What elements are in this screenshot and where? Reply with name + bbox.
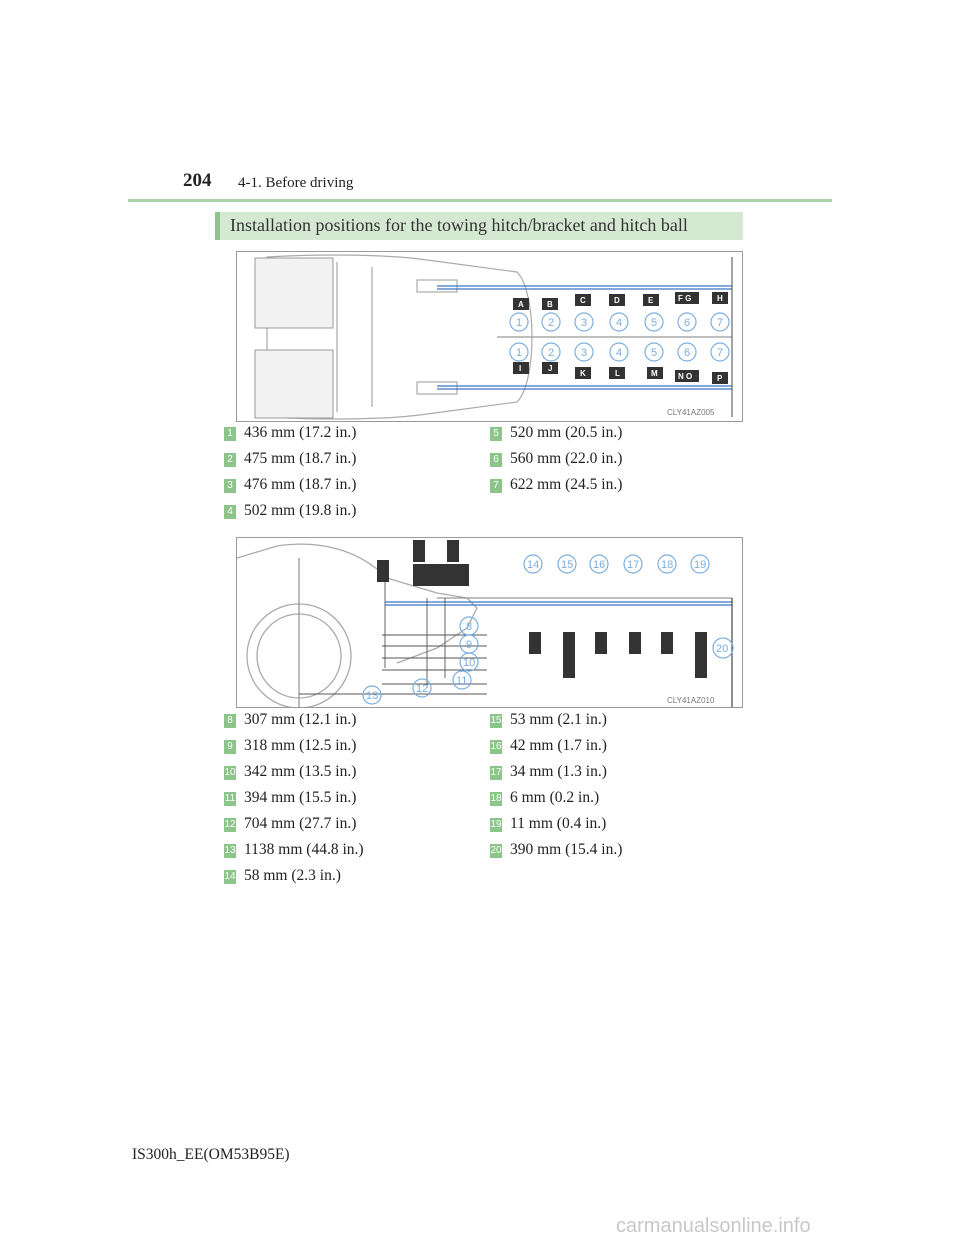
svg-text:9: 9 [466, 639, 472, 651]
svg-text:3: 3 [581, 317, 587, 329]
svg-text:10: 10 [463, 657, 475, 669]
svg-text:J: J [548, 364, 552, 373]
callout-labels [513, 292, 728, 384]
page-number: 204 [183, 170, 212, 191]
section-heading: 4-1. Before driving [238, 175, 354, 191]
svg-text:2: 2 [548, 317, 554, 329]
svg-text:20: 20 [716, 643, 728, 655]
svg-text:H: H [717, 294, 723, 303]
svg-text:L: L [615, 369, 620, 378]
svg-text:6: 6 [684, 347, 690, 359]
svg-text:4: 4 [616, 317, 622, 329]
callout-letters: A B C D E F G H I J K L M N O P [518, 294, 723, 383]
measurement-lines [385, 597, 733, 707]
svg-text:16: 16 [593, 559, 605, 571]
svg-text:5: 5 [651, 347, 657, 359]
svg-text:A: A [518, 300, 524, 309]
svg-text:1: 1 [516, 347, 522, 359]
svg-text:B: B [547, 300, 553, 309]
svg-text:13: 13 [366, 690, 378, 702]
car-top-outline [266, 254, 533, 420]
svg-text:7: 7 [717, 347, 723, 359]
svg-text:N O: N O [678, 372, 692, 381]
figure-side-view: 14 15 16 17 18 19 8 9 10 11 12 13 20 CLY41AZ010 [236, 537, 743, 708]
svg-text:19: 19 [694, 559, 706, 571]
number-marker-text: 14 15 16 17 18 19 8 9 10 11 12 13 20 [366, 559, 728, 702]
number-marker-text: 1 2 3 4 5 6 7 1 2 3 4 5 6 7 [516, 317, 723, 359]
svg-text:C: C [580, 296, 586, 305]
number-markers [509, 312, 730, 362]
svg-text:E: E [648, 296, 654, 305]
svg-text:F G: F G [678, 294, 691, 303]
svg-text:P: P [717, 374, 723, 383]
svg-text:12: 12 [416, 683, 428, 695]
svg-text:5: 5 [651, 317, 657, 329]
svg-text:7: 7 [717, 317, 723, 329]
svg-text:18: 18 [661, 559, 673, 571]
svg-text:14: 14 [527, 559, 539, 571]
callout-labels [377, 540, 707, 678]
svg-text:15: 15 [561, 559, 573, 571]
car-side-outline [237, 543, 478, 707]
section-title-bar: Installation positions for the towing hi… [215, 212, 743, 240]
svg-text:11: 11 [456, 675, 467, 687]
number-markers [362, 554, 734, 705]
svg-text:8: 8 [466, 621, 472, 633]
svg-text:6: 6 [684, 317, 690, 329]
svg-text:K: K [580, 369, 586, 378]
footer-code: IS300h_EE(OM53B95E) [132, 1146, 290, 1163]
svg-text:1: 1 [516, 317, 522, 329]
watermark: carmanualsonline.info [616, 1215, 811, 1237]
dimension-lines [299, 578, 487, 695]
svg-text:3: 3 [581, 347, 587, 359]
svg-text:I: I [519, 364, 521, 373]
section-title: Installation positions for the towing hi… [230, 215, 688, 235]
header-rule [128, 199, 832, 202]
figure-top-view: A B C D E F G H I J K L M N O P 1 2 3 4 5 6 7 1 2 3 4 5 6 7 CL… [236, 251, 743, 422]
figure-code: CLY41AZ010 [667, 696, 715, 705]
figure-code: CLY41AZ005 [667, 408, 715, 417]
svg-text:4: 4 [616, 347, 622, 359]
svg-text:2: 2 [548, 347, 554, 359]
svg-text:M: M [651, 369, 658, 378]
measurement-lines [437, 257, 733, 417]
svg-text:D: D [614, 296, 620, 305]
svg-text:17: 17 [627, 559, 639, 571]
